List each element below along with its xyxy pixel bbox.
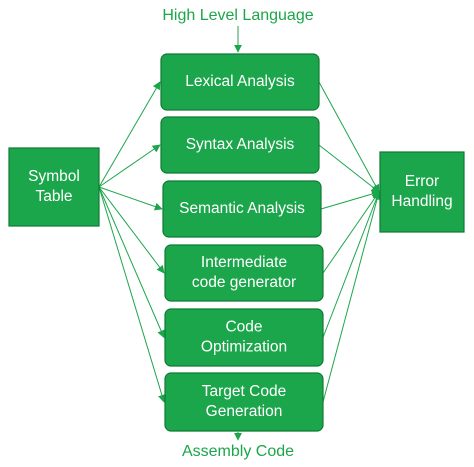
error-handling-box-label: Error (405, 173, 439, 190)
target-code-generation-box-label: Generation (206, 403, 283, 420)
output-label: Assembly Code (182, 443, 294, 460)
intermediate-code-generator-box-shape (164, 244, 324, 302)
semantic-analysis-box-shape (162, 180, 322, 238)
symbol-table-box-label: Symbol (28, 168, 80, 185)
symbol-table-to-syntax-analysis-arrow (98, 144, 161, 188)
symbol-table-to-semantic-analysis-arrow (98, 186, 163, 211)
intermediate-code-generator-to-error-handling-arrow (322, 191, 380, 274)
syntax-analysis-box: Syntax Analysis (160, 116, 320, 174)
lexical-analysis-box-label: Lexical Analysis (185, 73, 295, 90)
symbol-table-to-code-optimization-arrow (98, 186, 165, 339)
semantic-analysis-box-label: Semantic Analysis (179, 200, 305, 217)
code-optimization-box-label: Code (225, 319, 262, 336)
error-handling-box-shape (379, 151, 465, 233)
code-optimization-to-error-handling-arrow (322, 191, 381, 338)
intermediate-code-generator-box-label: code generator (192, 274, 296, 291)
input-label: High Level Language (162, 7, 313, 24)
symbol-table-box-shape (8, 147, 100, 227)
target-code-generation-box-label: Target Code (202, 383, 286, 400)
symbol-table-to-intermediate-code-generator-arrow (98, 186, 165, 274)
code-optimization-box-label: Optimization (201, 339, 287, 356)
lexical-analysis-to-error-handling-arrow (318, 81, 380, 193)
syntax-analysis-to-error-handling-arrow (318, 144, 380, 193)
lexical-analysis-box: Lexical Analysis (160, 53, 320, 111)
symbol-table-box-label: Table (35, 188, 72, 205)
connector-lines (98, 26, 382, 441)
error-handling-box-label: Handling (391, 193, 452, 210)
semantic-analysis-box: Semantic Analysis (162, 180, 322, 238)
target-code-generation-to-error-handling-arrow (322, 191, 382, 403)
intermediate-code-generator-box: Intermediate code generator (164, 244, 324, 302)
code-optimization-box-shape (164, 308, 324, 367)
syntax-analysis-box-label: Syntax Analysis (186, 136, 295, 153)
intermediate-code-generator-box-label: Intermediate (201, 254, 287, 271)
target-code-generation-box-shape (164, 372, 324, 432)
symbol-table-to-lexical-analysis-arrow (98, 81, 161, 188)
symbol-table-to-target-code-generation-arrow (98, 186, 166, 403)
syntax-analysis-box-shape (160, 116, 320, 174)
lexical-analysis-box-shape (160, 53, 320, 111)
semantic-analysis-to-error-handling-arrow (320, 190, 380, 210)
